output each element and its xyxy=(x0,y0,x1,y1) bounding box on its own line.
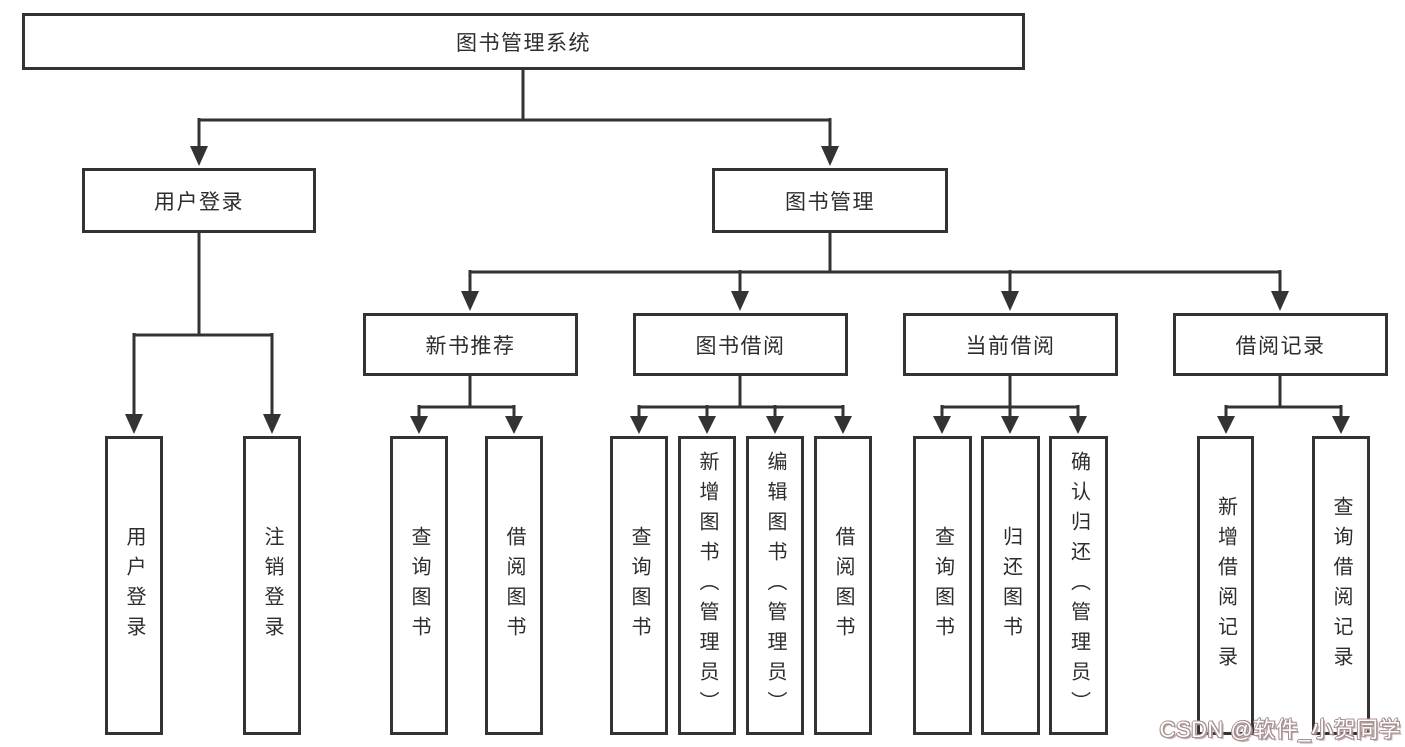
node-label: 编辑图书（管理员） xyxy=(764,450,786,721)
node-label: 查询图书 xyxy=(408,525,430,646)
node-label: 图书管理系统 xyxy=(456,31,591,55)
node-label: 查询图书 xyxy=(628,525,650,646)
node-label: 借阅记录 xyxy=(1235,334,1326,358)
node-borrowing-records: 借阅记录 xyxy=(1173,313,1388,376)
node-label: 图书借阅 xyxy=(695,334,786,358)
node-root: 图书管理系统 xyxy=(22,13,1025,70)
leaf-edit-book-admin: 编辑图书（管理员） xyxy=(746,436,804,735)
node-book-borrowing: 图书借阅 xyxy=(633,313,848,376)
node-user-login: 用户登录 xyxy=(82,168,316,233)
node-current-borrowing: 当前借阅 xyxy=(903,313,1118,376)
node-label: 新增图书（管理员） xyxy=(696,450,718,721)
leaf-query-books-current: 查询图书 xyxy=(913,436,972,735)
node-label: 借阅图书 xyxy=(503,525,525,646)
node-label: 新书推荐 xyxy=(425,334,516,358)
leaf-borrow-books: 借阅图书 xyxy=(814,436,872,735)
leaf-query-books-borrow: 查询图书 xyxy=(610,436,668,735)
leaf-logout: 注销登录 xyxy=(243,436,301,735)
node-label: 用户登录 xyxy=(123,525,145,646)
node-label: 查询图书 xyxy=(931,525,954,646)
node-label: 注销登录 xyxy=(261,525,283,646)
node-label: 当前借阅 xyxy=(965,334,1056,358)
node-label: 借阅图书 xyxy=(832,525,854,646)
leaf-borrow-books-recommend: 借阅图书 xyxy=(485,436,543,735)
leaf-user-login: 用户登录 xyxy=(105,436,163,735)
node-new-book-recommend: 新书推荐 xyxy=(363,313,578,376)
node-label: 图书管理 xyxy=(785,190,875,214)
leaf-return-book: 归还图书 xyxy=(981,436,1040,735)
node-label: 用户登录 xyxy=(154,190,244,214)
node-label: 新增借阅记录 xyxy=(1214,495,1237,676)
csdn-watermark: CSDN @软件_小贺同学 xyxy=(1159,717,1401,742)
node-book-management: 图书管理 xyxy=(712,168,948,233)
leaf-confirm-return-admin: 确认归还（管理员） xyxy=(1049,436,1108,735)
node-label: 归还图书 xyxy=(999,525,1022,646)
leaf-add-book-admin: 新增图书（管理员） xyxy=(678,436,736,735)
leaf-query-books-recommend: 查询图书 xyxy=(390,436,448,735)
node-label: 确认归还（管理员） xyxy=(1067,450,1090,721)
leaf-query-borrow-record: 查询借阅记录 xyxy=(1312,436,1370,735)
leaf-add-borrow-record: 新增借阅记录 xyxy=(1197,436,1254,735)
node-label: 查询借阅记录 xyxy=(1330,495,1352,676)
